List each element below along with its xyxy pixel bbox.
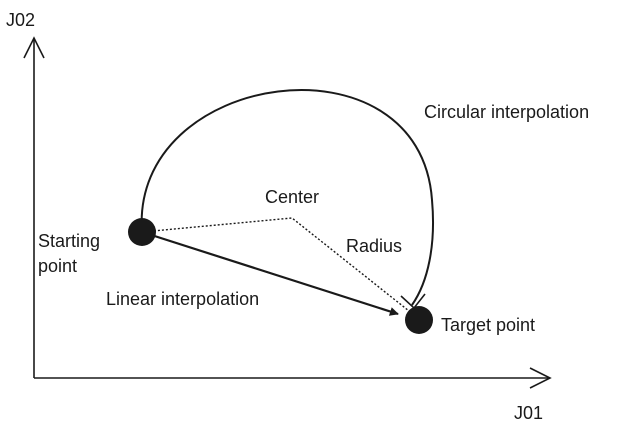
x-axis-arrow: [529, 367, 552, 389]
radius-label: Radius: [346, 236, 402, 256]
x-axis-label: J01: [514, 403, 543, 423]
target-point-label: Target point: [441, 315, 535, 335]
arc-end-arrow: [400, 293, 426, 310]
starting-point-dot: [128, 218, 156, 246]
axes: [23, 36, 552, 389]
starting-point-label-line1: Starting: [38, 231, 100, 251]
linear-arrow: [141, 230, 399, 316]
starting-point-label-line2: point: [38, 256, 77, 276]
y-axis-arrow: [23, 36, 45, 59]
circular-interpolation-label: Circular interpolation: [424, 102, 589, 122]
y-axis-label: J02: [6, 10, 35, 30]
circular-arc: [140, 89, 435, 306]
center-label: Center: [265, 187, 319, 207]
linear-interpolation-label: Linear interpolation: [106, 289, 259, 309]
target-point-dot: [405, 306, 433, 334]
